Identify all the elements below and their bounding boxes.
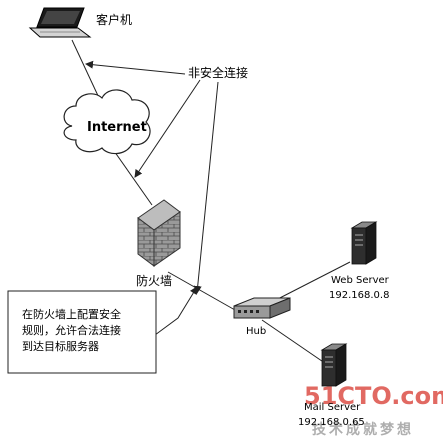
brick-wall-icon (137, 199, 181, 267)
mail-server-ip: 192.168.0.65 (298, 417, 365, 428)
cloud-icon (63, 89, 151, 155)
watermark-brand: 51CTO.com (304, 382, 443, 410)
watermark-slogan: 技术成就梦想 (312, 421, 414, 438)
mail-server-name: Mail Server (304, 402, 361, 413)
arrow-rule-box (154, 286, 198, 336)
web-server-name: Web Server (331, 275, 390, 286)
arrow-to-internet-link (134, 79, 201, 178)
server-tower-icon (320, 343, 348, 387)
firewall-rule-line-1: 在防火墙上配置安全 (22, 307, 121, 321)
server-tower-icon (350, 221, 378, 265)
insecure-connection-label: 非安全连接 (188, 65, 248, 80)
link-hub-webserver (269, 261, 351, 304)
link-internet-firewall (111, 147, 153, 206)
firewall-label: 防火墙 (136, 273, 172, 288)
laptop-icon (28, 7, 92, 38)
arrow-to-firewall-link (193, 81, 219, 294)
internet-label: Internet (87, 120, 147, 135)
hub-label: Hub (246, 326, 266, 337)
firewall-rule-box (7, 290, 157, 374)
link-client-internet (71, 39, 101, 101)
web-server-ip: 192.168.0.8 (329, 290, 389, 301)
hub-icon (233, 297, 291, 319)
client-label: 客户机 (96, 12, 132, 27)
firewall-rule-line-3: 到达目标服务器 (22, 339, 99, 353)
firewall-rule-line-2: 规则，允许合法连接 (22, 323, 121, 337)
link-firewall-hub (167, 271, 236, 311)
annotation-arrows (85, 60, 219, 336)
arrow-to-client-link (85, 60, 186, 75)
